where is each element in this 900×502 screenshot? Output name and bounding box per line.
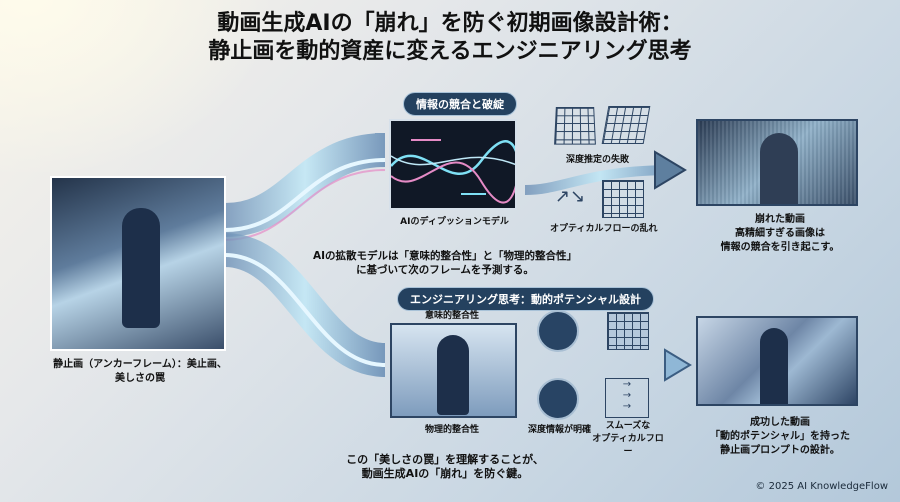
anchor-caption-line-1: 静止画（アンカーフレーム）：美止画、: [53, 359, 227, 370]
broken-video-image: [696, 119, 858, 206]
conclusion-text: この「美しさの罠」を理解することが、 動画生成AIの「崩れ」を防ぐ鍵。: [330, 453, 560, 481]
copyright-notice: © 2025 AI KnowledgeFlow: [755, 481, 888, 492]
semantic-consistency-label: 意味的整合性: [425, 311, 480, 321]
successful-video-caption: 成功した動画 「動的ポテンシャル」を持った 静止画プロンプトの設計。: [690, 416, 870, 458]
warped-grid-icon: [554, 106, 596, 145]
flow-grid-icon: [602, 180, 644, 218]
depth-layers-icon: [537, 378, 579, 420]
success-caption-line-3: 静止画プロンプトの設計。: [720, 445, 840, 456]
smooth-flow-line-1: スムーズな: [605, 421, 651, 431]
runner-figure: [122, 208, 160, 328]
conclusion-line-1: この「美しさの罠」を理解することが、: [346, 453, 544, 466]
smooth-flow-line-2: オプティカルフロー: [592, 434, 664, 457]
title-line-1: 動画生成AIの「崩れ」を防ぐ初期画像設計術：: [217, 11, 683, 36]
light-glow: [0, 0, 280, 180]
distorted-grid-icon: [601, 106, 651, 144]
success-caption-line-2: 「動的ポテンシャル」を持った: [710, 431, 850, 442]
data-flow-streams: [225, 133, 692, 382]
depth-clear-label: 深度情報が明確: [528, 425, 592, 435]
runner-silhouette: [437, 335, 469, 415]
dynamic-potential-visual: [390, 323, 517, 418]
wave-graphic: [391, 139, 515, 204]
diffusion-model-visual: [389, 119, 517, 210]
engineering-pill: エンジニアリング思考：動的ポテンシャル設計: [397, 287, 654, 311]
anchor-frame-caption: 静止画（アンカーフレーム）：美止画、 美しさの罠: [20, 358, 260, 386]
scattered-arrows-icon: ↗↘: [555, 186, 586, 207]
diffusion-model-note: AIの拡散モデルは「意味的整合性」と「物理的整合性」 に基づいて次のフレームを予…: [300, 249, 590, 277]
broken-caption-line-3: 情報の競合を引き起こす。: [720, 242, 840, 253]
note-line-2: に基づいて次のフレームを予測する。: [356, 264, 534, 276]
broken-face-figure: [760, 133, 798, 204]
depth-failure-label: 深度推定の失敗: [566, 155, 630, 165]
title-line-2: 静止画を動的資産に変えるエンジニアリング思考: [208, 39, 692, 64]
optical-flow-disruption-label: オプティカルフローの乱れ: [550, 224, 658, 234]
broken-caption-line-2: 高精細すぎる画像は: [735, 228, 825, 239]
conclusion-line-2: 動画生成AIの「崩れ」を防ぐ鍵。: [361, 467, 529, 480]
physical-consistency-label: 物理的整合性: [425, 425, 480, 435]
person-profile-icon: [537, 310, 579, 352]
diffusion-model-label: AIのディプッションモデル: [400, 217, 509, 227]
conflict-pill: 情報の競合と破綻: [403, 92, 517, 116]
anchor-frame-image: [50, 176, 226, 351]
broken-caption-line-1: 崩れた動画: [755, 214, 805, 225]
anchor-caption-line-2: 美しさの罠: [115, 373, 165, 384]
smooth-flow-arrows-icon: →→→: [605, 378, 649, 418]
successful-video-image: [696, 316, 858, 406]
note-line-1: AIの拡散モデルは「意味的整合性」と「物理的整合性」: [312, 250, 578, 262]
smooth-optical-flow-label: スムーズな オプティカルフロー: [588, 418, 668, 457]
success-runner-figure: [760, 328, 788, 404]
page-title: 動画生成AIの「崩れ」を防ぐ初期画像設計術： 静止画を動的資産に変えるエンジニア…: [0, 10, 900, 66]
broken-video-caption: 崩れた動画 高精細すぎる画像は 情報の競合を引き起こす。: [690, 213, 870, 255]
success-caption-line-1: 成功した動画: [750, 417, 810, 428]
clean-grid-icon: [607, 312, 649, 350]
